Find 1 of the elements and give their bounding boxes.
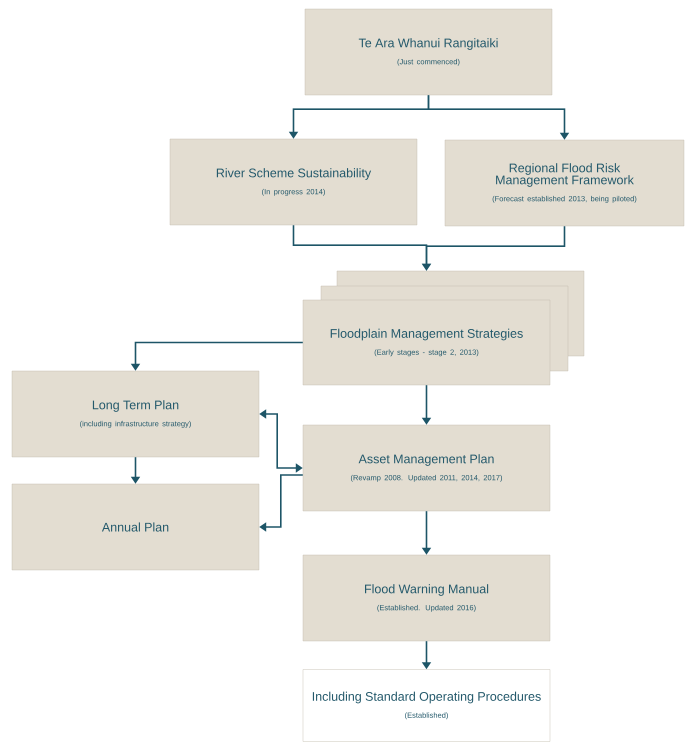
process-box: Annual Plan xyxy=(12,484,260,570)
